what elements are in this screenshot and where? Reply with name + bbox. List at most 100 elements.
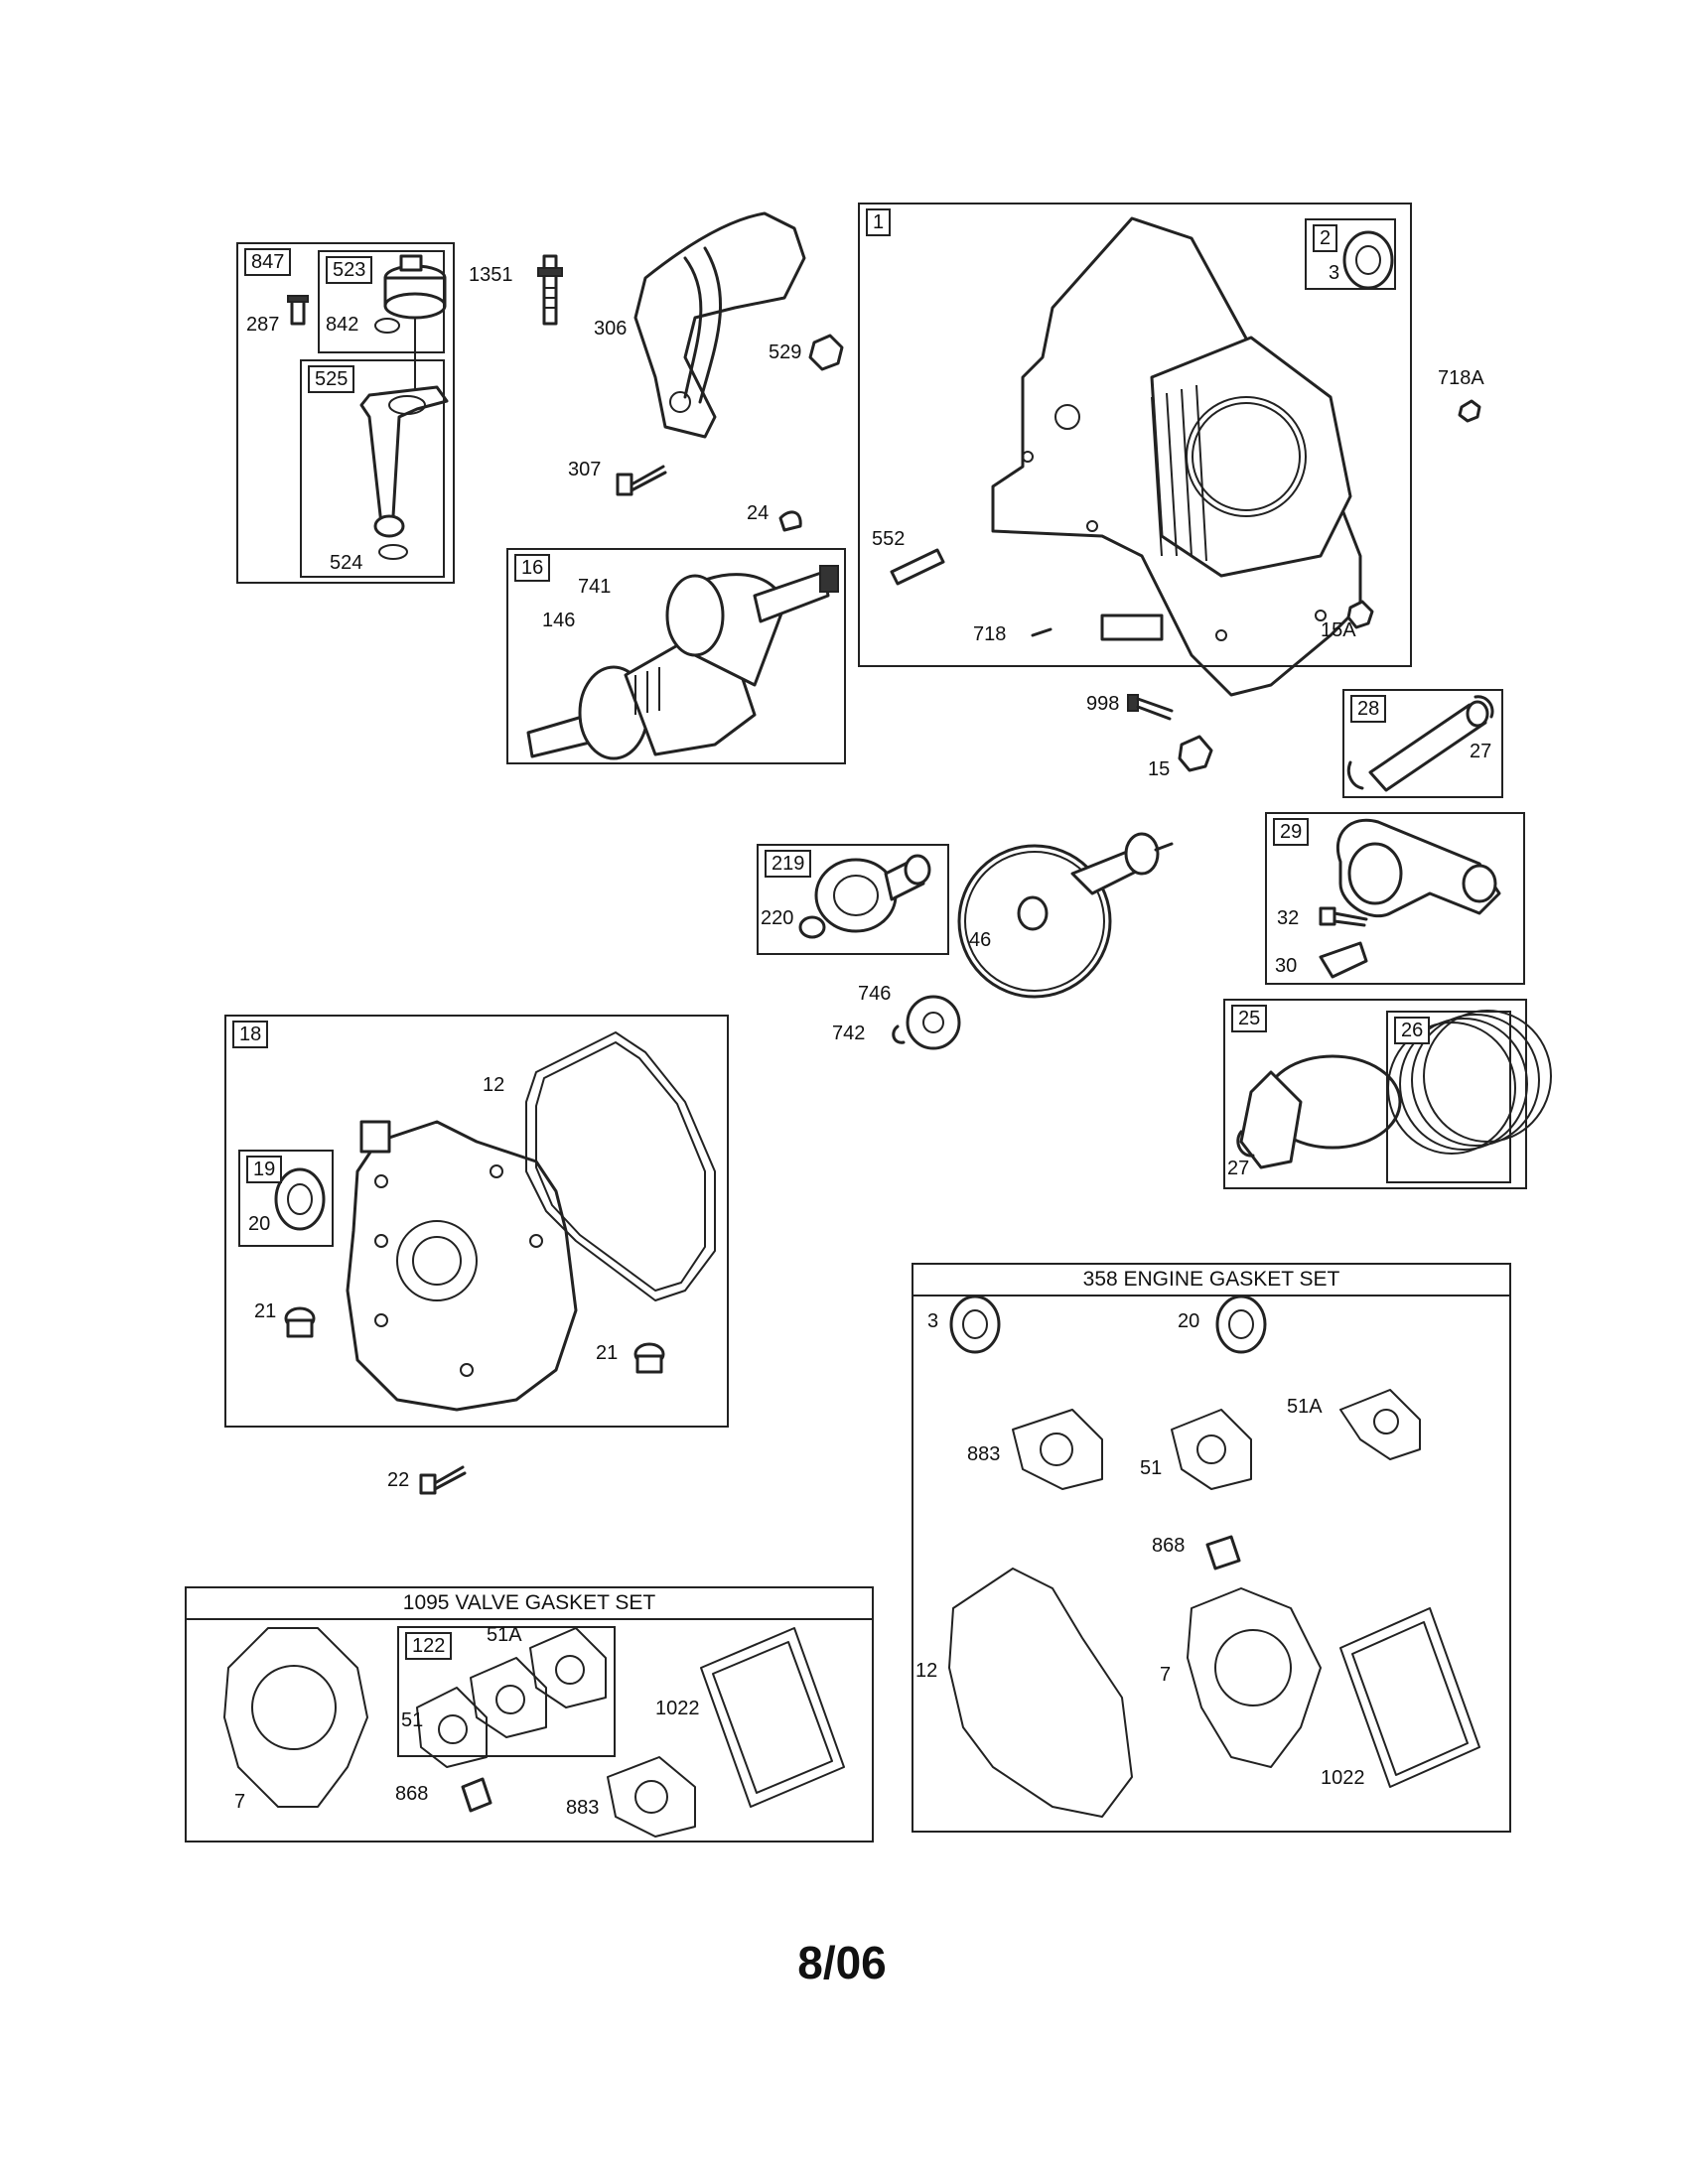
valve-gasket-set-drawings [223,1627,845,1838]
box-19: 19 [238,1150,334,1247]
part-label: 718 [973,623,1007,645]
part-label: 21 [254,1300,277,1322]
box-1-label: 1 [866,208,892,236]
part-label: 51A [487,1624,522,1646]
part-label: 20 [1178,1310,1200,1332]
part-label: 741 [578,576,612,598]
part-label: 524 [330,552,363,574]
wrist-pin-28-drawing [1346,695,1494,792]
box-19-label: 19 [246,1156,283,1183]
cover-18-drawing [346,1120,578,1412]
bolt-1351-drawing [537,254,563,326]
box-18: 18 [224,1015,729,1428]
part-label: 146 [542,610,576,631]
nut-529-drawing [808,334,844,371]
box-26-label: 26 [1394,1017,1431,1044]
part-label: 842 [326,314,359,336]
valve-gasket-set-title: 1095 VALVE GASKET SET [187,1588,872,1620]
part-label: 12 [483,1074,505,1096]
part-label: 1351 [469,264,513,286]
governor-219-drawing [798,854,931,939]
gear-746-drawing [892,995,961,1050]
part-label: 51 [1140,1457,1163,1479]
part-label: 15A [1321,619,1356,641]
part-label: 868 [395,1783,429,1805]
box-2: 2 [1305,218,1396,290]
box-523: 523 [318,250,445,353]
part-label: 718A [1438,367,1484,389]
piston-25-drawing [1236,1054,1402,1169]
part-label: 307 [568,459,602,480]
part-label: 27 [1227,1158,1250,1179]
box-219-label: 219 [765,850,812,878]
pin-718-drawing [1031,627,1052,637]
box-523-label: 523 [326,256,373,284]
part-label: 220 [761,907,794,929]
plug-21b-drawing [633,1342,665,1374]
part-label: 998 [1086,693,1120,715]
part-label: 21 [596,1342,619,1364]
box-29-label: 29 [1273,818,1310,846]
box-847: 847 [236,242,455,584]
engine-gasket-set-drawings [948,1295,1480,1818]
box-28: 28 [1342,689,1503,798]
part-label: 7 [234,1791,246,1813]
part-label: 3 [1329,262,1340,284]
box-525: 525 [300,359,445,578]
part-label: 529 [769,341,802,363]
box-2-label: 2 [1313,224,1338,252]
part-label: 15 [1148,758,1171,780]
part-label: 51 [401,1709,424,1731]
connecting-rod-29-drawing [1319,818,1501,979]
seal-19-drawing [274,1167,326,1231]
engine-gasket-set-title: 358 ENGINE GASKET SET [913,1265,1509,1297]
part-label: 287 [246,314,280,336]
nut-15-drawing [1178,735,1213,772]
crankcase-1-drawing [991,216,1362,697]
screw-307-drawing [616,465,667,496]
part-label: 51A [1287,1396,1323,1418]
part-label: 1022 [655,1698,700,1719]
part-label: 7 [1160,1664,1172,1686]
page-footer: 8/06 [797,1937,887,1988]
box-16: 16 [506,548,846,764]
part-label: 868 [1152,1535,1186,1557]
part-label: 12 [915,1660,938,1682]
box-16-label: 16 [514,554,551,582]
part-label: 746 [858,983,892,1005]
part-label: 742 [832,1023,866,1044]
gasket-12a-drawing [525,1031,716,1301]
engine-gasket-set-box: 358 ENGINE GASKET SET [912,1263,1511,1833]
box-1: 1 [858,203,1412,667]
part-label: 27 [1470,741,1492,762]
rings-26-drawing [1387,1010,1552,1155]
plug-15A-drawing [1346,600,1374,629]
box-525-label: 525 [308,365,355,393]
part-label: 30 [1275,955,1298,977]
part-label: 22 [387,1469,410,1491]
box-219: 219 [757,844,949,955]
part-label: 306 [594,318,628,340]
plug-21a-drawing [284,1306,316,1338]
part-label: 552 [872,528,906,550]
box-25: 25 [1223,999,1527,1189]
valve-gasket-set-box: 1095 VALVE GASKET SET [185,1586,874,1843]
camshaft-46-drawing [957,832,1174,999]
key-24-drawing [778,510,802,532]
part-label: 46 [969,929,992,951]
box-847-label: 847 [244,248,292,276]
box-18-label: 18 [232,1021,269,1048]
oil-fill-847-drawing [287,254,449,560]
part-label: 20 [248,1213,271,1235]
part-label: 32 [1277,907,1300,929]
stud-998-drawing [1127,694,1174,721]
plug-718A-drawing [1458,399,1481,423]
box-122: 122 [397,1626,616,1757]
crankshaft-16-drawing [526,565,839,760]
box-28-label: 28 [1350,695,1387,723]
part-label: 24 [747,502,770,524]
part-label: 883 [566,1797,600,1819]
pin-552-drawing [890,548,945,586]
